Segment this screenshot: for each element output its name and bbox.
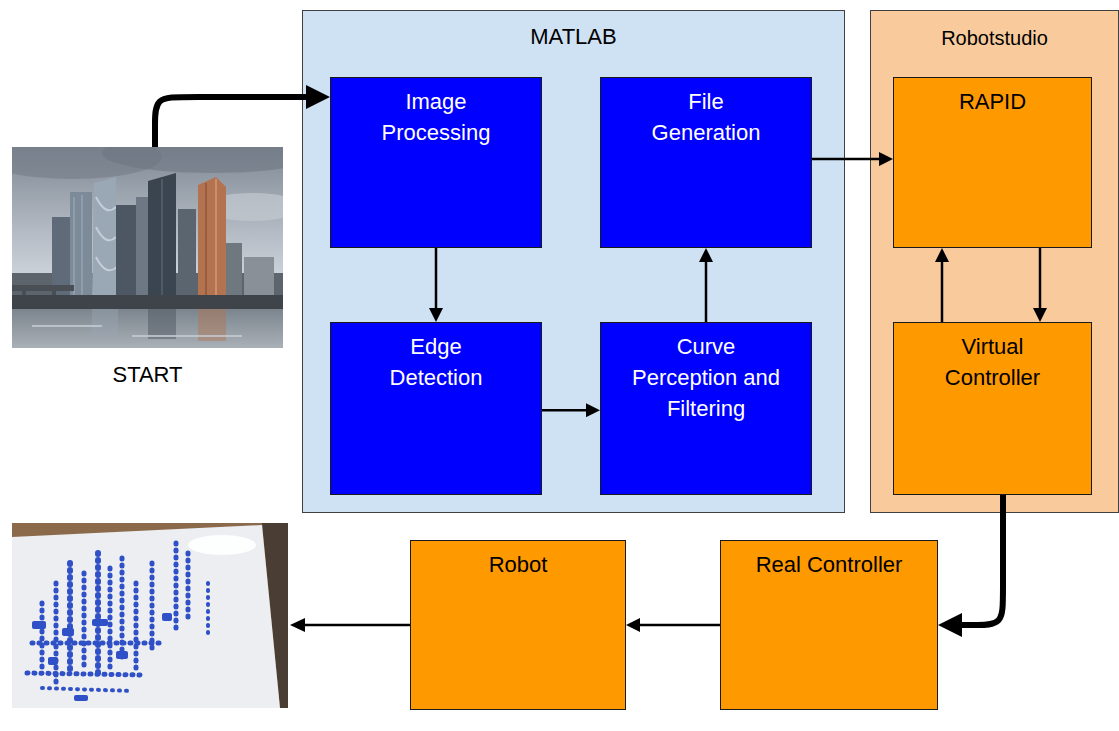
process-box: Curve Perception and Filtering <box>600 322 812 495</box>
flow-arrow <box>155 97 307 147</box>
skyline-photo <box>12 147 283 348</box>
flow-arrow <box>1039 248 1042 309</box>
box-label: RAPID <box>959 86 1026 117</box>
software-panel: RobotstudioRAPID Virtual Controller <box>870 10 1119 513</box>
box-label: Curve Perception and Filtering <box>626 331 786 424</box>
process-box: File Generation <box>600 77 812 248</box>
flow-arrow <box>941 261 944 322</box>
flow-arrow <box>705 261 708 322</box>
whiteboard-photo <box>12 523 288 708</box>
flow-arrow <box>961 495 1003 625</box>
box-label: File Generation <box>636 86 776 148</box>
flow-arrow <box>812 158 880 161</box>
box-label: Robot <box>489 549 548 580</box>
box-label: Edge Detection <box>366 331 506 393</box>
hardware-box: Real Controller <box>720 540 938 710</box>
box-label: Real Controller <box>756 549 903 580</box>
panel-title: MATLAB <box>530 21 616 52</box>
panel-title: Robotstudio <box>941 23 1048 54</box>
hardware-box: Robot <box>410 540 626 710</box>
box-label: Virtual Controller <box>918 331 1068 393</box>
software-panel: MATLAB Image Processing File GenerationEdg… <box>302 10 845 513</box>
process-box: Edge Detection <box>330 322 542 495</box>
flow-arrow <box>542 409 587 412</box>
process-box: RAPID <box>893 77 1092 248</box>
process-box: Image Processing <box>330 77 542 248</box>
box-label: Image Processing <box>361 86 511 148</box>
flow-arrow <box>435 248 438 309</box>
flow-arrow <box>639 624 720 627</box>
output-arrow <box>290 618 410 632</box>
process-box: Virtual Controller <box>893 322 1092 495</box>
start-label: START <box>112 359 182 390</box>
